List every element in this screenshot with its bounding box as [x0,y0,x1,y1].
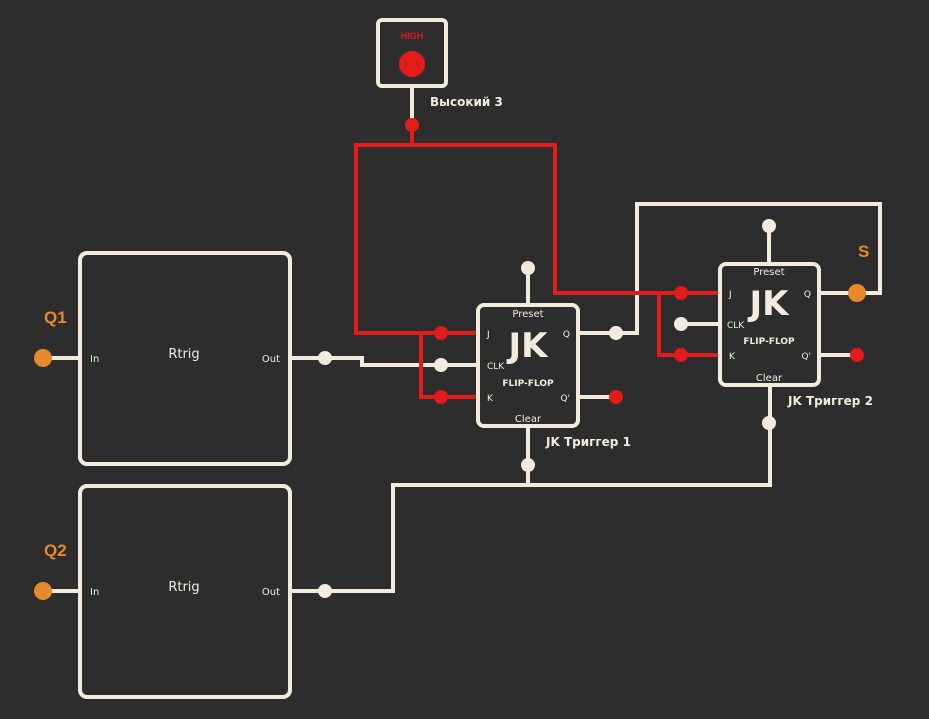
jk2-k-label: K [729,352,736,362]
jk1-k-label: K [487,394,494,404]
high-constant[interactable]: HIGH Высокий 3 [376,18,503,109]
nodes-inactive [318,219,776,598]
jk2-preset-node[interactable] [762,219,776,233]
rtrig-2-title: Rtrig [168,580,199,595]
jk1-q-label: Q [563,330,570,340]
output-s[interactable]: S [848,242,869,302]
jk2-k-node[interactable] [674,348,688,362]
jk1-name: JK Триггер 1 [545,435,631,449]
rtrig-block-1[interactable]: Rtrig In Out [78,251,292,466]
rtrig-1-title: Rtrig [168,347,199,362]
wire-high-to-jk2[interactable] [412,143,720,295]
jk2-name: JK Триггер 2 [787,394,873,408]
high-indicator-icon [399,51,425,77]
jk1-j-node[interactable] [434,326,448,340]
output-s-label: S [858,242,869,261]
wire-high-to-jk1-k[interactable] [419,331,478,399]
jk1-qn-node[interactable] [609,390,623,404]
jk1-clear-label: Clear [515,414,542,425]
wire-jk1-q-to-jk2-clk[interactable] [578,202,882,335]
output-s-pin-icon[interactable] [848,284,866,302]
jk1-qn-label: Q' [560,394,570,404]
rtrig1-out-node[interactable] [318,351,332,365]
jk1-k-node[interactable] [434,390,448,404]
jk2-j-node[interactable] [674,286,688,300]
rtrig-2-in-label: In [90,587,99,598]
high-badge: HIGH [401,31,424,41]
jk2-preset-label: Preset [753,267,784,278]
input-q1-label: Q1 [44,308,67,327]
wire-high-to-jk2-k[interactable] [657,291,720,357]
jk1-clk-node[interactable] [434,358,448,372]
wires-active [354,125,720,399]
jk2-q-label: Q [804,290,811,300]
jk1-clk-label: CLK [487,362,505,372]
high-out-node[interactable] [405,118,419,132]
rtrig-1-out-label: Out [262,354,280,365]
jk2-clk-node[interactable] [674,317,688,331]
jk2-qn-node[interactable] [850,348,864,362]
nodes-active [405,118,864,404]
high-name: Высокий 3 [430,95,503,109]
jk2-clear-label: Clear [756,373,783,384]
jk2-qn-label: Q' [801,352,811,362]
rtrig-block-2[interactable]: Rtrig In Out [78,484,292,699]
jk1-sub-label: FLIP-FLOP [502,379,554,389]
jk2-clk-label: CLK [727,321,745,331]
jk1-j-label: J [486,330,490,340]
jk-flipflop-1[interactable]: Preset JK FLIP-FLOP J CLK K Q Q' Clear J… [476,303,631,449]
wire-high-to-jk1-j[interactable] [354,125,478,335]
jk1-preset-node[interactable] [521,261,535,275]
jk1-q-node[interactable] [609,326,623,340]
rtrig2-out-node[interactable] [318,584,332,598]
jk-flipflop-2[interactable]: Preset JK FLIP-FLOP J CLK K Q Q' Clear J… [718,262,873,408]
jk1-preset-label: Preset [512,309,543,320]
jk2-j-label: J [728,290,732,300]
jk2-clear-node[interactable] [762,416,776,430]
rtrig-1-in-label: In [90,354,99,365]
input-q1-pin-icon[interactable] [34,349,52,367]
wire-rtrig2-out-to-clear-bus[interactable] [290,386,772,593]
jk2-big-label: JK [748,284,791,324]
rtrig-2-out-label: Out [262,587,280,598]
input-q2-pin-icon[interactable] [34,582,52,600]
jk2-sub-label: FLIP-FLOP [743,337,795,347]
jk1-clear-node[interactable] [521,458,535,472]
jk1-big-label: JK [507,326,550,366]
input-q2-label: Q2 [44,541,67,560]
input-q1[interactable]: Q1 [34,308,67,367]
input-q2[interactable]: Q2 [34,541,67,600]
